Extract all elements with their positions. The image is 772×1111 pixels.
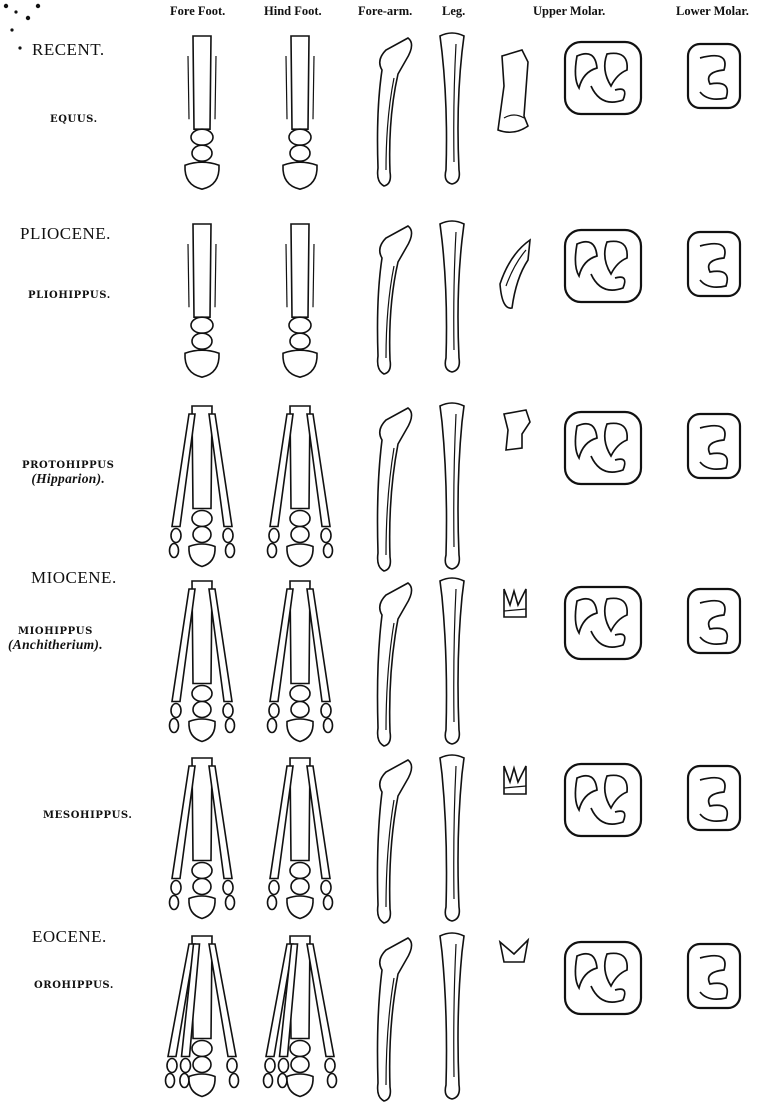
leg-pliohippus	[440, 221, 464, 372]
fore-arm-miohippus	[378, 583, 412, 746]
upper-molar-pliohippus	[565, 230, 641, 302]
fore-arm-equus	[378, 38, 412, 186]
lower-molar-orohippus	[688, 944, 740, 1008]
leg-miohippus	[440, 578, 464, 744]
hind-foot-equus	[283, 36, 317, 189]
fore-foot-orohippus	[166, 936, 239, 1097]
print-speck	[14, 10, 17, 13]
specimen-row-mesohippus	[170, 755, 741, 923]
specimen-row-equus	[185, 33, 740, 189]
leg-protohippus	[440, 403, 464, 569]
leg-mesohippus	[440, 755, 464, 921]
print-speck	[36, 4, 40, 8]
leg-equus	[440, 33, 464, 184]
fore-foot-mesohippus	[170, 758, 235, 919]
lower-molar-miohippus	[688, 589, 740, 653]
upper-molar-miohippus	[565, 587, 641, 659]
hind-foot-orohippus	[264, 936, 337, 1097]
fore-foot-miohippus	[170, 581, 235, 742]
specimen-row-pliohippus	[185, 221, 740, 377]
fore-arm-protohippus	[378, 408, 412, 571]
print-speck	[18, 46, 21, 49]
upper-molar-orohippus	[565, 942, 641, 1014]
lower-molar-equus	[688, 44, 740, 108]
fore-arm-orohippus	[378, 938, 412, 1101]
incisor-pliohippus	[500, 240, 530, 308]
incisor-protohippus	[504, 410, 530, 450]
hind-foot-protohippus	[268, 406, 333, 567]
incisor-miohippus	[504, 589, 526, 617]
lower-molar-pliohippus	[688, 232, 740, 296]
lower-molar-protohippus	[688, 414, 740, 478]
hind-foot-mesohippus	[268, 758, 333, 919]
fore-arm-pliohippus	[378, 226, 412, 374]
hind-foot-miohippus	[268, 581, 333, 742]
incisor-orohippus	[500, 940, 528, 962]
fore-foot-protohippus	[170, 406, 235, 567]
hind-foot-pliohippus	[283, 224, 317, 377]
print-speck	[26, 16, 30, 20]
upper-molar-equus	[565, 42, 641, 114]
specimen-row-protohippus	[170, 403, 741, 571]
specimen-row-miohippus	[170, 578, 741, 746]
incisor-equus	[498, 50, 528, 132]
incisor-mesohippus	[504, 766, 526, 794]
fore-arm-mesohippus	[378, 760, 412, 923]
upper-molar-protohippus	[565, 412, 641, 484]
lower-molar-mesohippus	[688, 766, 740, 830]
specimen-row-orohippus	[166, 933, 741, 1101]
print-speck	[4, 4, 8, 8]
upper-molar-mesohippus	[565, 764, 641, 836]
fore-foot-equus	[185, 36, 219, 189]
print-speck	[10, 28, 13, 31]
fore-foot-pliohippus	[185, 224, 219, 377]
leg-orohippus	[440, 933, 464, 1099]
